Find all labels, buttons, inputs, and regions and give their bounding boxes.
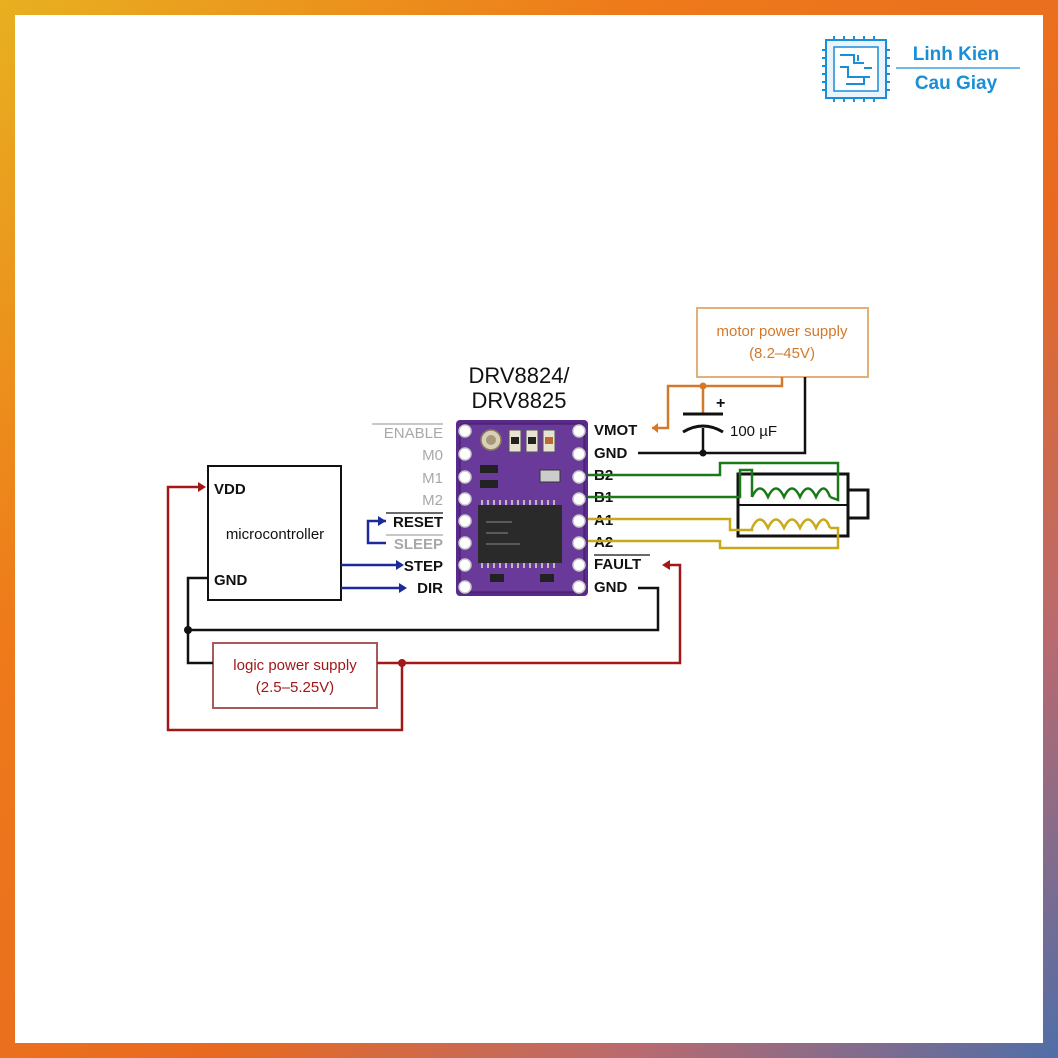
signal-arrowheads [378, 516, 407, 593]
brand-logo: Linh Kien Cau Giay [822, 36, 1020, 102]
mcu-label: microcontroller [226, 526, 324, 543]
motor-power-wire [652, 377, 784, 433]
pin-label-vmot: VMOT [594, 422, 637, 439]
ground-junction [184, 626, 192, 634]
mcu-vdd-label: VDD [214, 481, 246, 498]
logic-power-supply-box: logic power supply (2.5–5.25V) [212, 642, 378, 709]
motor-supply-line2: (8.2–45V) [749, 345, 815, 362]
potentiometer-icon [480, 429, 502, 451]
pin-label-a2: A2 [594, 534, 613, 551]
mcu-gnd-label: GND [214, 572, 248, 589]
capacitor-icon [682, 412, 724, 434]
stepper-motor-icon [736, 472, 870, 538]
microcontroller-box: VDD microcontroller GND [207, 465, 342, 601]
capacitor-value: 100 µF [730, 423, 777, 440]
pin-label-m1: M1 [422, 470, 443, 487]
chip-title-line2: DRV8825 [472, 388, 567, 413]
pin-label-gnd-bottom: GND [594, 579, 628, 596]
brand-line1: Linh Kien [913, 44, 1000, 65]
logic-supply-line1: logic power supply [233, 657, 357, 674]
pin-label-enable: ENABLE [384, 425, 443, 442]
motor-supply-line1: motor power supply [717, 323, 848, 340]
pin-label-m2: M2 [422, 492, 443, 509]
logic-ground-wire [186, 576, 660, 665]
pin-label-fault: FAULT [594, 556, 641, 573]
pin-label-sleep: SLEEP [394, 536, 443, 553]
coil-a-wires [588, 517, 840, 550]
brand-line2: Cau Giay [915, 73, 998, 94]
pin-label-step: STEP [404, 558, 443, 575]
step-dir-wires [341, 519, 405, 590]
logic-supply-line2: (2.5–5.25V) [256, 679, 334, 696]
motor-power-supply-box: motor power supply (8.2–45V) [696, 307, 869, 378]
driver-ic [478, 500, 562, 568]
coil-b-wires [588, 461, 840, 502]
motor-ground-wire [638, 377, 807, 457]
pin-label-gnd-top: GND [594, 445, 628, 462]
capacitor-plus: + [716, 395, 725, 412]
driver-board [456, 420, 588, 596]
chip-title-line1: DRV8824/ [468, 363, 570, 388]
pin-label-reset: RESET [393, 514, 443, 531]
logic-power-wire [166, 485, 682, 732]
logic-arrowheads [198, 482, 670, 667]
pin-label-m0: M0 [422, 447, 443, 464]
pin-label-dir: DIR [417, 580, 443, 597]
pin-label-a1: A1 [594, 512, 613, 529]
chip-logo-icon [822, 36, 890, 102]
